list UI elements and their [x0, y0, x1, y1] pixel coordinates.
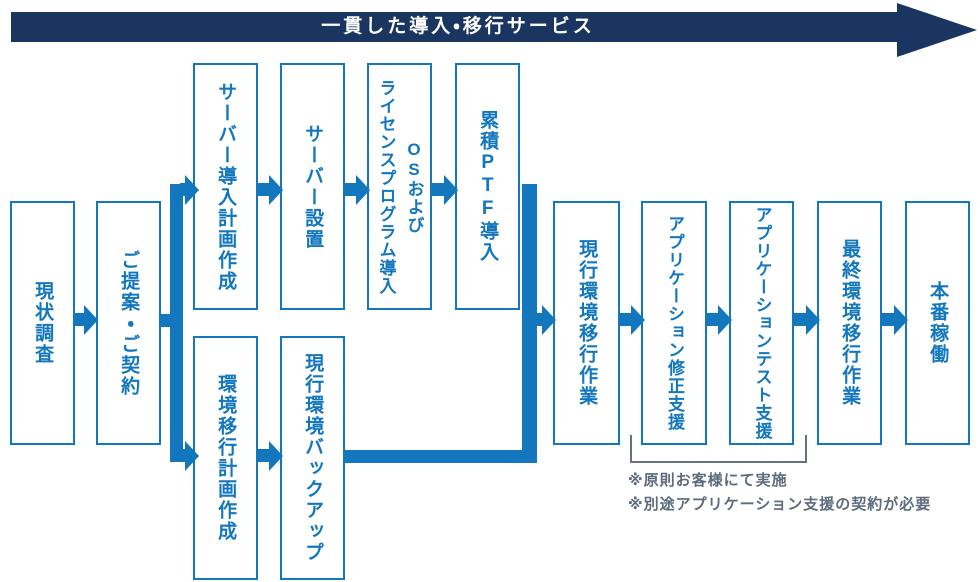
diagram-title: 一貫した導入・移行サービス: [321, 16, 595, 37]
step-label: アプリケーション修正支援: [665, 215, 685, 431]
step-production-launch: 本番稼働: [905, 201, 970, 445]
step-label: サーバー導入計画作成: [215, 81, 237, 292]
step-current-state-survey: 現状調査: [10, 201, 75, 445]
arrow-apptest-to-final: [794, 305, 820, 335]
arrowhead-icon: [631, 305, 645, 335]
arrowhead-icon: [269, 441, 283, 471]
arrow-appfix-to-apptest: [707, 305, 732, 335]
arrow-final-to-production: [882, 305, 908, 335]
app-support-bracket-left: [630, 435, 632, 463]
arrowhead-icon: [806, 305, 820, 335]
footnotes: ※原則お客様にて実施 ※別途アプリケーション支援の契約が必要: [628, 469, 931, 517]
step-label: 最終環境移行作業: [839, 239, 861, 407]
connector-branch-bar-left: [170, 184, 183, 462]
step-label: 累積PTF導入: [477, 110, 499, 263]
step-label: 本番稼働: [927, 281, 949, 365]
arrow-merge-to-migration: [536, 305, 556, 335]
arrow-branch-to-server-plan: [180, 175, 199, 205]
step-cumulative-ptf-install: 累積PTF導入: [455, 63, 520, 310]
step-label: ご提案・ご契約: [118, 249, 140, 397]
step-label: 環境移行計画作成: [215, 374, 237, 542]
banner-arrow-bar: [11, 12, 905, 42]
arrow-migration-to-appfix: [620, 305, 645, 335]
step-label: 現行環境移行作業: [576, 239, 598, 407]
step-label: アプリケーションテスト支援: [752, 206, 772, 440]
step-env-migration-plan: 環境移行計画作成: [193, 336, 258, 580]
arrow-setup-to-os: [345, 175, 370, 205]
step-label: 現行環境バックアップ: [302, 353, 324, 563]
step-app-test-support: アプリケーションテスト支援: [729, 201, 794, 445]
step-server-setup: サーバー設置: [280, 63, 345, 310]
arrow-branch-to-env-plan: [180, 441, 199, 471]
arrowhead-icon: [269, 175, 283, 205]
arrow-survey-to-proposal: [75, 305, 98, 335]
arrowhead-icon: [84, 305, 98, 335]
step-label: OSおよび ライセンスプログラム導入: [376, 78, 424, 295]
app-support-bracket-bottom: [630, 461, 807, 463]
step-os-license-install: OSおよび ライセンスプログラム導入: [367, 63, 432, 310]
arrowhead-icon: [185, 175, 199, 205]
arrowhead-icon: [894, 305, 908, 335]
note-customer-implementation: ※原則お客様にて実施: [628, 472, 788, 489]
step-current-env-backup: 現行環境バックアップ: [280, 336, 345, 580]
arrowhead-icon: [444, 175, 458, 205]
arrowhead-icon: [718, 305, 732, 335]
step-final-env-migration: 最終環境移行作業: [817, 201, 882, 445]
connector-merge-bar-right: [522, 184, 537, 462]
step-label: サーバー設置: [302, 123, 324, 250]
step-current-env-migration: 現行環境移行作業: [553, 201, 620, 445]
step-server-install-plan: サーバー導入計画作成: [193, 63, 258, 310]
step-proposal-contract: ご提案・ご契約: [96, 201, 161, 445]
arrow-envplan-to-backup: [258, 441, 283, 471]
note-separate-contract: ※別途アプリケーション支援の契約が必要: [628, 496, 932, 513]
arrowhead-icon: [185, 441, 199, 471]
connector-proposal-stub: [161, 314, 172, 327]
arrow-plan-to-setup: [258, 175, 283, 205]
step-label: 現状調査: [32, 281, 54, 365]
connector-backup-to-merge: [345, 450, 537, 463]
banner-arrowhead-icon: [897, 3, 977, 57]
arrow-os-to-ptf: [432, 175, 458, 205]
app-support-bracket-right: [805, 435, 807, 463]
arrowhead-icon: [356, 175, 370, 205]
step-app-fix-support: アプリケーション修正支援: [641, 201, 707, 445]
arrowhead-icon: [542, 305, 556, 335]
